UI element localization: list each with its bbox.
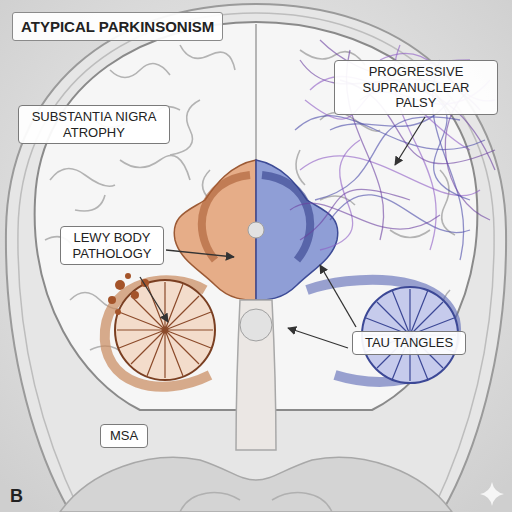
- lewy-dots: [108, 273, 149, 315]
- label-text: LEWY BODY PATHOLOGY: [67, 230, 157, 261]
- brainstem: [236, 300, 276, 450]
- label-text: SUBSTANTIA NIGRA ATROPHY: [25, 109, 163, 140]
- skull: [6, 4, 506, 512]
- label-box: TAU TANGLES: [352, 331, 466, 355]
- arbor-vitae: [117, 282, 213, 378]
- title-box: ATYPICAL PARKINSONISM: [12, 12, 223, 41]
- label-box: MSA: [100, 424, 148, 448]
- structure: [248, 222, 264, 238]
- label-text: TAU TANGLES: [359, 335, 459, 351]
- panel-letter: B: [10, 486, 23, 507]
- sparkle-icon: [480, 482, 504, 506]
- label-box: SUBSTANTIA NIGRA ATROPHY: [18, 105, 170, 144]
- ventricle: [202, 175, 250, 260]
- tau-region: [256, 160, 338, 300]
- label-text: MSA: [107, 428, 141, 444]
- pons: [240, 309, 272, 341]
- cerebellum-left: [115, 280, 215, 380]
- leader-lines: [140, 117, 425, 348]
- label-text: PROGRESSIVE SUPRANUCLEAR PALSY: [341, 64, 491, 111]
- label-box: LEWY BODY PATHOLOGY: [60, 226, 164, 265]
- skull-base: [60, 457, 452, 512]
- skull-base-detail: [180, 493, 332, 512]
- ventricle: [262, 175, 310, 260]
- label-box: PROGRESSIVE SUPRANUCLEAR PALSY: [334, 60, 498, 115]
